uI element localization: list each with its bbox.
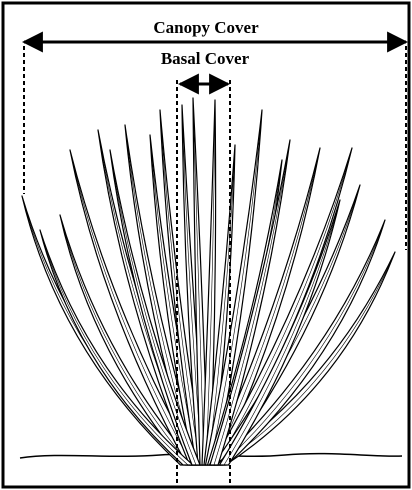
grass-clump: [22, 98, 395, 465]
canopy-cover-label: Canopy Cover: [153, 18, 259, 37]
basal-cover-label: Basal Cover: [161, 49, 250, 68]
